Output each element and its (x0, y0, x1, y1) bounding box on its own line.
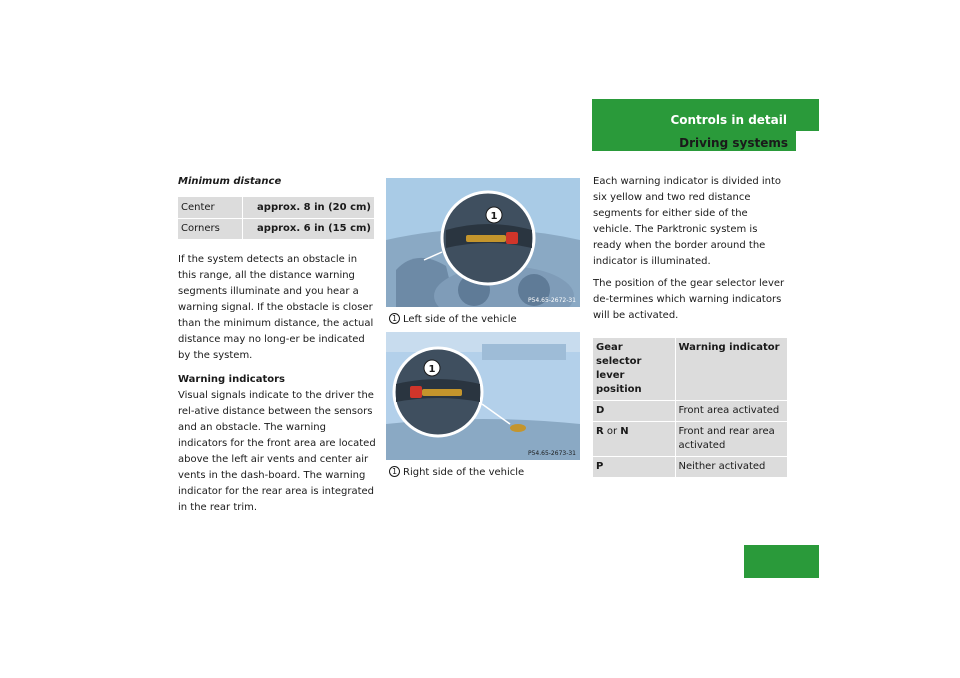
callout-circle (485, 206, 503, 224)
indicator-location (510, 424, 526, 432)
table-header-row: Gear selector lever position Warning ind… (593, 338, 787, 401)
warning-indicators-paragraph: Visual signals indicate to the driver th… (178, 389, 376, 513)
indicator-status: Neither activated (675, 456, 787, 478)
min-value-center: approx. 8 in (20 cm) (242, 197, 374, 219)
red-segments (506, 232, 518, 244)
figure-code: P54.65-2673-31 (528, 450, 576, 457)
min-label-corners: Corners (178, 218, 243, 240)
gear-n: N (620, 426, 629, 437)
gear-position: P (593, 456, 676, 478)
pointer-line (423, 251, 443, 261)
yellow-segments (466, 235, 506, 242)
right-side-indicator-figure: 1 P54.65-2673-31 (386, 332, 580, 460)
min-distance-table: Center approx. 8 in (20 cm) Corners appr… (178, 197, 374, 240)
table-row: Center approx. 8 in (20 cm) (178, 197, 374, 219)
callout-number: 1 (429, 364, 436, 375)
segments-paragraph: Each warning indicator is divided into s… (593, 176, 782, 267)
table-row: D Front area activated (593, 400, 787, 422)
rear-view-mirror (482, 344, 566, 360)
page-number: 225 (906, 549, 934, 564)
indicator-status: Front area activated (675, 400, 787, 422)
gear-r: R (596, 426, 604, 437)
obstacle-paragraph: If the system detects an obstacle in thi… (178, 253, 374, 361)
page-number-box (744, 545, 819, 578)
section-subtitle: Driving systems (679, 136, 788, 150)
yellow-segments (422, 389, 462, 396)
min-label-center: Center (178, 197, 243, 219)
col-header-gear: Gear selector lever position (593, 338, 676, 401)
left-side-indicator-figure: 1 P54.65-2672-31 (386, 178, 580, 307)
indicator-status: Front and rear area activated (675, 421, 787, 457)
caption-text: Right side of the vehicle (403, 467, 525, 478)
gauge-right (518, 274, 550, 306)
caption-number-icon: 1 (389, 466, 400, 477)
min-distance-heading: Minimum distance (178, 176, 282, 187)
figure-code: P54.65-2672-31 (528, 297, 576, 304)
left-column: Minimum distance Center approx. 8 in (20… (178, 172, 376, 516)
right-column: Each warning indicator is divided into s… (593, 172, 789, 478)
section-title: Controls in detail (670, 113, 787, 127)
caption-number-icon: 1 (389, 313, 400, 324)
gear-position: D (593, 400, 676, 422)
table-row: Corners approx. 6 in (15 cm) (178, 218, 374, 240)
table-row: R or N Front and rear area activated (593, 421, 787, 457)
gear-paragraph: The position of the gear selector lever … (593, 278, 785, 321)
col-header-indicator: Warning indicator (675, 338, 787, 401)
min-value-corners: approx. 6 in (15 cm) (242, 218, 374, 240)
callout-number: 1 (491, 211, 498, 222)
header-notch (796, 131, 819, 151)
gear-or: or (603, 426, 621, 437)
pointer-line (481, 403, 511, 425)
header-banner (592, 99, 819, 151)
gear-position: R or N (593, 421, 676, 457)
callout-circle (423, 359, 441, 377)
gear-selector-table: Gear selector lever position Warning ind… (593, 338, 787, 478)
warning-indicators-heading: Warning indicators (178, 373, 286, 385)
table-row: P Neither activated (593, 456, 787, 478)
caption-text: Left side of the vehicle (403, 314, 517, 325)
red-segments (410, 386, 422, 398)
